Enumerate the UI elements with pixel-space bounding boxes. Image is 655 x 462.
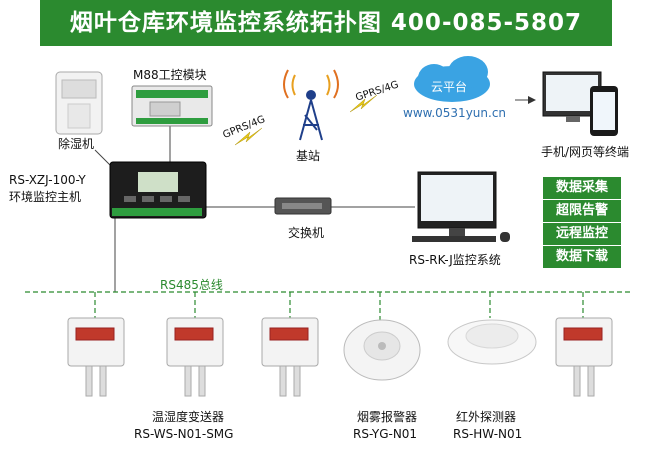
smoke-name-label: 烟雾报警器 [357, 410, 418, 424]
host-model-label: RS-XZJ-100-Y [9, 173, 86, 187]
relay-module-icon [131, 85, 213, 127]
host-name-label: 环境监控主机 [9, 190, 82, 204]
cloud-url: www.0531yun.cn [403, 106, 507, 120]
switch-icon [274, 197, 332, 215]
feature-data-collection: 数据采集 [543, 177, 621, 199]
thermo-model-label: RS-WS-N01-SMG [134, 427, 234, 441]
thermo-name-label: 温湿度变送器 [152, 410, 225, 424]
ir-model-label: RS-HW-N01 [453, 427, 523, 441]
terminals-label: 手机/网页等终端 [541, 145, 630, 159]
feature-remote-monitoring: 远程监控 [543, 223, 621, 245]
host-controller-icon [109, 161, 207, 219]
rs485-bus [25, 291, 630, 322]
feature-data-download: 数据下载 [543, 246, 621, 268]
cloud-icon [414, 56, 490, 102]
ir-name-label: 红外探测器 [456, 410, 517, 424]
smoke-model-label: RS-YG-N01 [353, 427, 418, 441]
dehumidifier-label: 除湿机 [58, 137, 95, 151]
switch-label: 交换机 [288, 226, 325, 240]
cloud-label: 云平台 [431, 80, 468, 94]
bus-label: RS485总线 [160, 278, 223, 292]
page-title: 烟叶仓库环境监控系统拓扑图 400-085-5807 [40, 0, 612, 46]
monitor-icon [412, 171, 510, 242]
infrared-detector-icon [447, 319, 537, 365]
base-station-icon [283, 69, 339, 141]
base-station-label: 基站 [296, 149, 321, 163]
pc-system-label: RS-RK-J监控系统 [409, 253, 501, 267]
relay-module-label: M88工控模块 [133, 68, 207, 82]
feature-over-limit-alarm: 超限告警 [543, 200, 621, 222]
lightning-icons [234, 94, 378, 146]
terminal-devices-icon [542, 71, 618, 136]
dehumidifier-icon [55, 71, 103, 135]
thermo-sensor-icons [67, 317, 613, 397]
smoke-detector-icon [343, 319, 421, 381]
